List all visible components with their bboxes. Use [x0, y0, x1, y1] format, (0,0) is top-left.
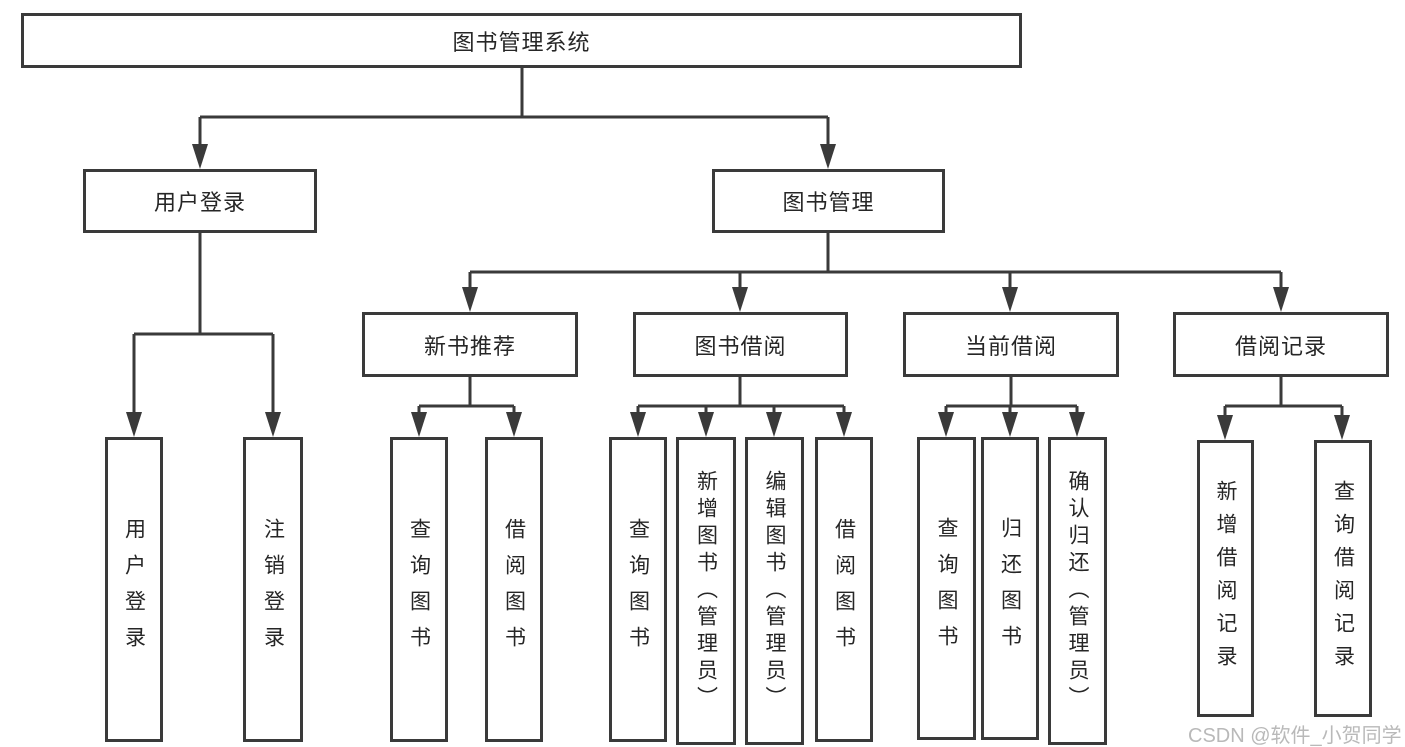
node-leaf-return-books: 归还图书 [981, 437, 1039, 740]
node-leaf-add-borrow-record: 新增借阅记录 [1197, 440, 1254, 717]
node-leaf-add-books-admin: 新增图书（管理员） [676, 437, 736, 745]
node-leaf-edit-books-admin: 编辑图书（管理员） [745, 437, 804, 745]
node-library-management-system: 图书管理系统 [21, 13, 1022, 68]
node-book-borrowing: 图书借阅 [633, 312, 848, 377]
node-leaf-borrow-books-2: 借阅图书 [815, 437, 873, 742]
node-leaf-query-borrow-record: 查询借阅记录 [1314, 440, 1372, 717]
csdn-watermark: CSDN @软件_小贺同学 [1188, 725, 1402, 747]
node-leaf-logout: 注销登录 [243, 437, 303, 742]
node-leaf-query-books-1: 查询图书 [390, 437, 448, 742]
node-leaf-query-books-3: 查询图书 [917, 437, 976, 740]
node-new-book-recommend: 新书推荐 [362, 312, 578, 377]
node-leaf-borrow-books-1: 借阅图书 [485, 437, 543, 742]
node-leaf-user-login: 用户登录 [105, 437, 163, 742]
node-borrowing-records: 借阅记录 [1173, 312, 1389, 377]
node-current-borrowing: 当前借阅 [903, 312, 1119, 377]
node-user-login: 用户登录 [83, 169, 317, 233]
node-leaf-query-books-2: 查询图书 [609, 437, 667, 742]
node-leaf-confirm-return-admin: 确认归还（管理员） [1048, 437, 1107, 745]
node-book-management: 图书管理 [712, 169, 945, 233]
